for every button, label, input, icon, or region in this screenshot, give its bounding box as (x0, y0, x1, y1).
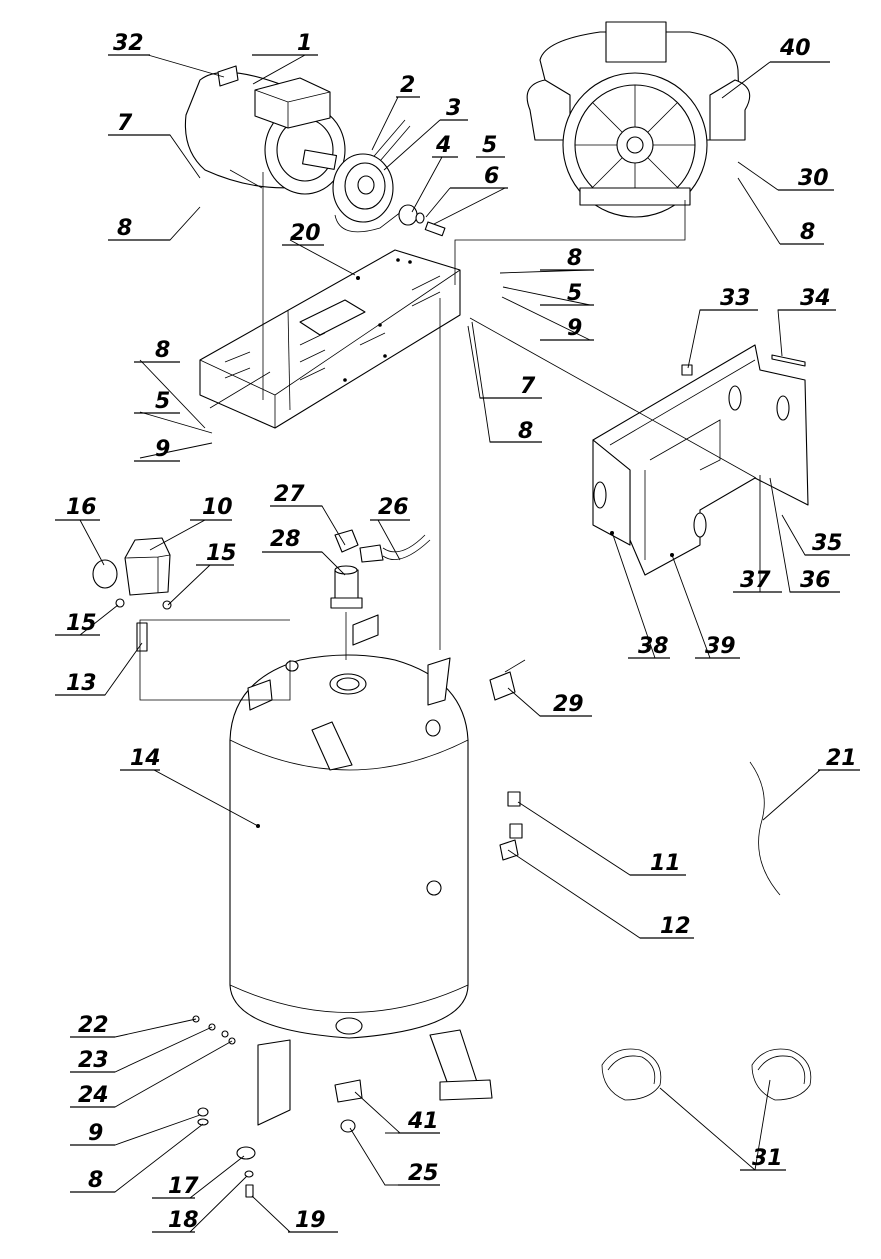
pressure-switch (92, 537, 172, 652)
callout-40: 40 (779, 36, 811, 61)
callout-7-left: 7 (117, 111, 133, 136)
callout-17: 17 (168, 1174, 199, 1199)
callout-14: 14 (130, 746, 161, 771)
callout-13: 13 (66, 671, 97, 696)
callout-15-right: 15 (206, 541, 237, 566)
callout-labels: 32 1 2 3 4 5 6 7 8 40 30 8 20 8 5 9 33 3… (55, 31, 860, 1233)
callout-8-right: 8 (518, 419, 533, 444)
belt-guard (592, 344, 809, 576)
motor-base-plate (199, 249, 461, 429)
callout-5-frame: 5 (155, 389, 170, 414)
callout-4: 4 (435, 133, 451, 158)
callout-8-base: 8 (567, 246, 582, 271)
check-valve-and-tube (330, 529, 431, 609)
callout-41: 41 (407, 1109, 439, 1134)
callout-20: 20 (290, 221, 321, 246)
callout-21: 21 (826, 746, 857, 771)
safety-valve-fittings (499, 791, 523, 861)
callout-39: 39 (705, 634, 736, 659)
tube-and-cables (601, 761, 812, 1101)
callout-9-frame: 9 (155, 437, 170, 462)
callout-22: 22 (78, 1013, 109, 1038)
pulley-bolt-set (398, 204, 446, 237)
callout-9-base: 9 (567, 316, 582, 341)
callout-26: 26 (378, 495, 409, 520)
callout-35: 35 (812, 531, 843, 556)
callout-30: 30 (798, 166, 829, 191)
air-tank (229, 614, 493, 1126)
callout-5-base: 5 (567, 281, 582, 306)
callout-5-top: 5 (482, 133, 497, 158)
drive-belt-and-pulley (332, 119, 411, 233)
callout-25: 25 (408, 1161, 439, 1186)
callout-6: 6 (484, 164, 499, 189)
callout-33: 33 (720, 286, 751, 311)
callout-37: 37 (740, 568, 771, 593)
callout-23: 23 (78, 1048, 109, 1073)
callout-12: 12 (660, 914, 691, 939)
callout-8-frame: 8 (155, 338, 170, 363)
callout-34: 34 (800, 286, 831, 311)
callout-32: 32 (113, 31, 144, 56)
callout-11: 11 (650, 851, 681, 876)
callout-18: 18 (168, 1208, 199, 1233)
ball-valve (489, 659, 526, 701)
callout-8-leg: 8 (88, 1168, 103, 1193)
callout-16: 16 (66, 495, 97, 520)
callout-19: 19 (295, 1208, 326, 1233)
callout-27: 27 (274, 482, 305, 507)
callout-24: 24 (78, 1083, 109, 1108)
callout-8-left: 8 (117, 216, 132, 241)
callout-15-left: 15 (66, 611, 97, 636)
callout-1: 1 (297, 31, 312, 56)
compressor-pump-head (526, 21, 751, 218)
callout-38: 38 (638, 634, 669, 659)
electric-motor (184, 65, 346, 195)
callout-36: 36 (800, 568, 831, 593)
callout-2: 2 (400, 73, 415, 98)
callout-28: 28 (270, 527, 301, 552)
drain-and-foot-hardware (192, 1015, 363, 1198)
callout-29: 29 (553, 692, 584, 717)
callout-10: 10 (202, 495, 233, 520)
callout-3: 3 (446, 96, 461, 121)
callout-8-pump: 8 (800, 220, 815, 245)
callout-7-right: 7 (520, 374, 536, 399)
callout-31: 31 (752, 1146, 783, 1171)
callout-9-leg: 9 (88, 1121, 103, 1146)
